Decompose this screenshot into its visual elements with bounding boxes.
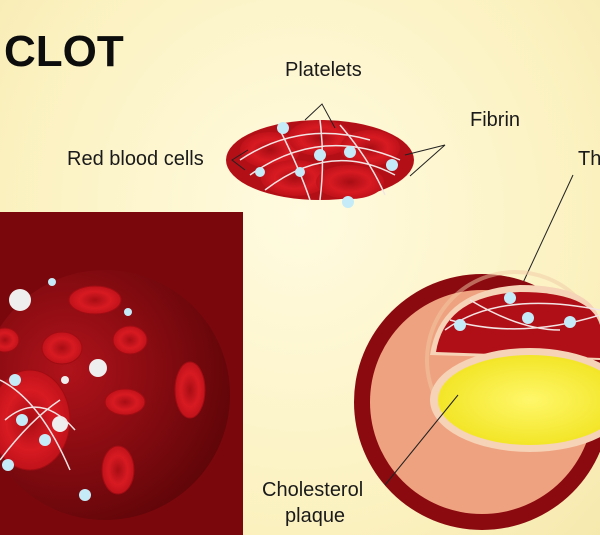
fibrin-label: Fibrin <box>470 109 520 131</box>
red-blood-cells-label: Red blood cells <box>67 148 204 170</box>
platelets-label: Platelets <box>285 59 362 81</box>
clot-illustration <box>226 119 414 208</box>
artery-cross-section <box>354 270 600 530</box>
diagram-title: CLOT <box>4 27 124 76</box>
thrombus-label: Th <box>578 148 600 170</box>
blood-vessel-panel <box>0 212 243 535</box>
platelet-icons <box>255 122 398 208</box>
cholesterol-label: Cholesterol <box>262 479 363 501</box>
plaque-label: plaque <box>285 505 345 527</box>
